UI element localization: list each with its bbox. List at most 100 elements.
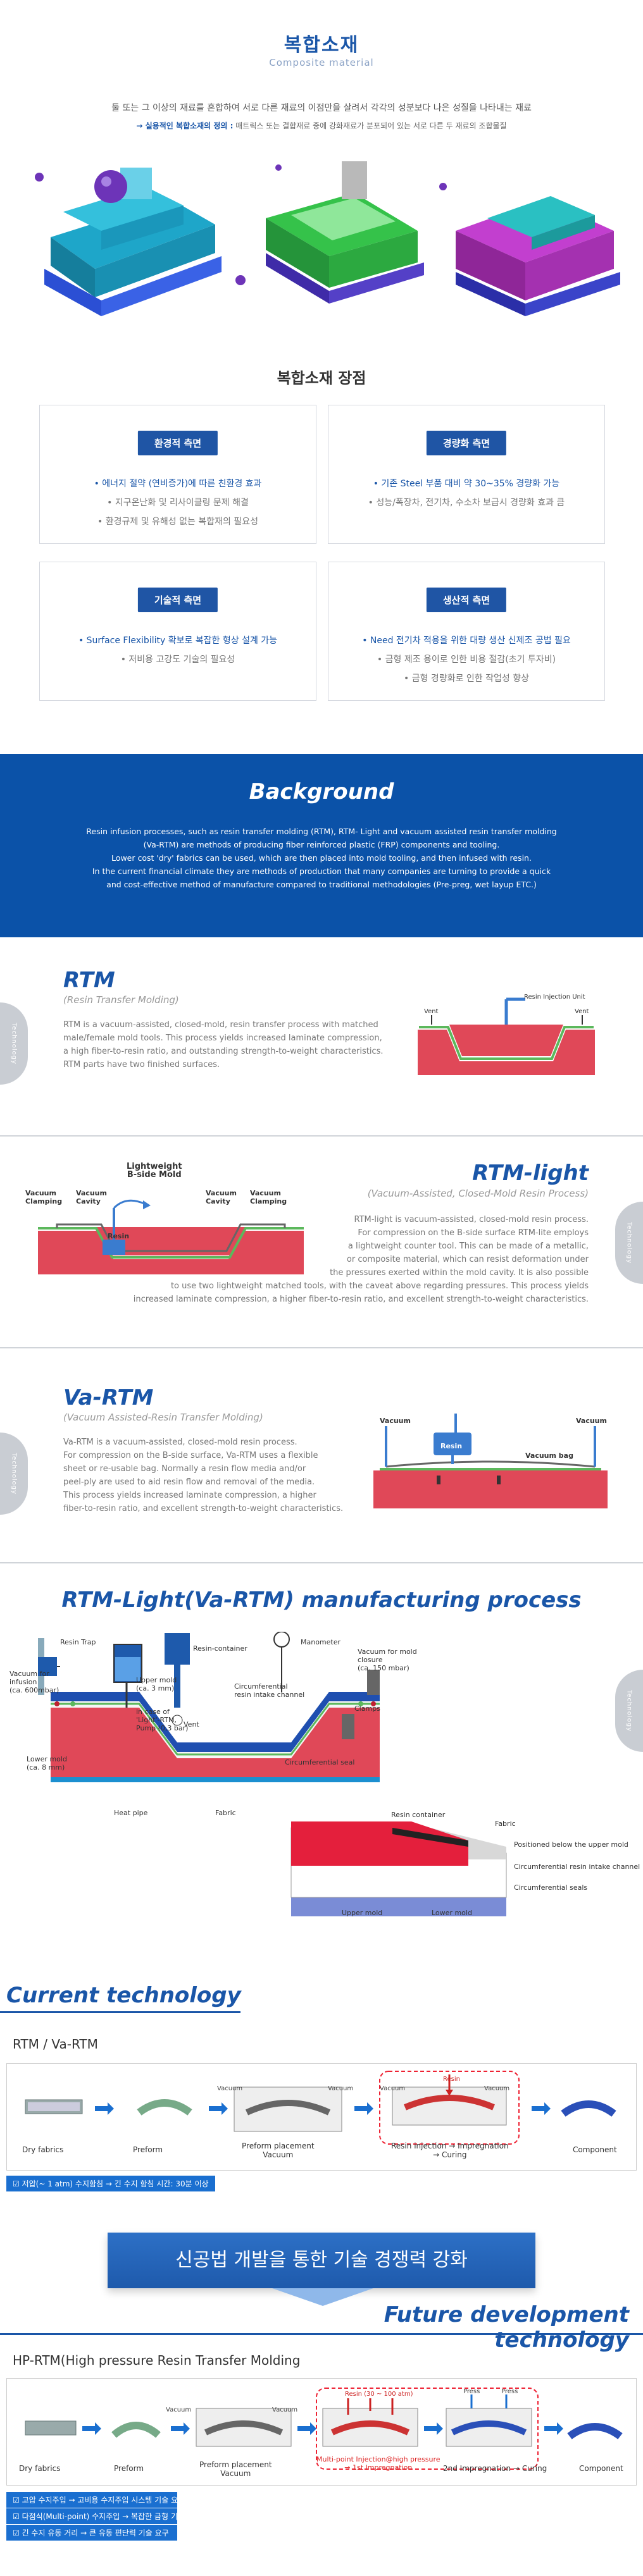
background-section: Background Resin infusion processes, suc… (0, 754, 643, 937)
proc-label-vac-inf: Vacuum for infusion (ca. 600mbar) (9, 1670, 59, 1694)
current-ann-vacuum: Vacuum (217, 2085, 243, 2092)
va-rtm-body-line: This process yields increased laminate c… (63, 1491, 316, 1500)
card-line: • 성능/폭장차, 전기차, 수소차 보급시 경량화 효과 큼 (368, 498, 565, 508)
rtm-light-body-line: For compression on the B-side surface RT… (358, 1228, 589, 1238)
rtm-body-line: a high fiber-to-resin ratio, and outstan… (63, 1047, 384, 1056)
card-tag: 기술적 측면 (137, 588, 218, 612)
process-diagram (38, 1632, 380, 1782)
current-step-label: Resin injection → Impregnation → Curing (391, 2142, 509, 2159)
check-icon: ☑ (13, 2512, 22, 2521)
technology-side-tab: Technology (615, 1670, 643, 1752)
check-icon: ☑ (13, 2496, 22, 2505)
rtm-light-label-resin: Resin (108, 1232, 130, 1240)
current-ann-resin: Resin (443, 2076, 460, 2083)
future-tech-title: Future development technology (384, 2302, 629, 2353)
rtm-light-body: RTM-light is vacuum-assisted, closed-mol… (114, 1213, 589, 1306)
note-text: 저압(~ 1 atm) 수지함침 → 긴 수지 함침 시간: 30분 이상 (22, 2179, 209, 2188)
magenta-machine-icon (456, 196, 620, 316)
proc-label-fabric2: Fabric (495, 1820, 516, 1828)
page-subtitle: Composite material (269, 57, 374, 68)
advantage-card-production: 생산적 측면 • Need 전기차 적용을 위한 대량 생산 신제조 공법 필요… (328, 562, 605, 701)
component-icon (561, 2100, 616, 2117)
green-machine-icon (266, 161, 424, 304)
current-ann-vacuum: Vacuum (484, 2085, 510, 2092)
card-line: • 금형 경량화로 인한 작업성 향상 (404, 674, 529, 684)
card-line: • 지구온난화 및 리사이클링 문제 해결 (107, 498, 249, 508)
card-line: • 금형 제조 용이로 인한 비용 절감(초기 투자비) (377, 655, 556, 665)
dry-fabrics-icon (25, 2099, 83, 2114)
background-line: In the current financial climate they ar… (92, 866, 551, 876)
future-process-flow (25, 2388, 623, 2470)
proc-label-pos: Positioned below the upper mold (514, 1840, 628, 1849)
va-rtm-label-vacuum: Vacuum (576, 1417, 607, 1425)
current-note: ☑ 저압(~ 1 atm) 수지함침 → 긴 수지 함침 시간: 30분 이상 (6, 2176, 215, 2191)
future-note: ☑ 긴 수지 유동 거리 → 큰 유동 편단력 기술 요구 (6, 2525, 177, 2541)
title-underline (0, 2333, 643, 2335)
technology-side-tab: Technology (0, 1002, 28, 1085)
va-rtm-title: Va-RTM (63, 1385, 154, 1410)
rtm-light-body-line: or composite material, which can resist … (346, 1255, 589, 1264)
future-step-label: Preform (114, 2464, 144, 2473)
va-rtm-body: Va-RTM is a vacuum-assisted, closed-mold… (63, 1436, 343, 1515)
proc-label-channel2: Circumferential resin intake channel (514, 1863, 640, 1871)
proc-label-heat: Heat pipe (114, 1809, 148, 1817)
mold-placement-icon (196, 2408, 292, 2447)
current-step-label: Preform (133, 2145, 163, 2154)
side-tab-label: Technology (625, 1221, 633, 1264)
technology-side-tab: Technology (0, 1433, 28, 1515)
proc-label-lower: Lower mold (ca. 8 mm) (27, 1755, 67, 1772)
technology-side-tab: Technology (615, 1202, 643, 1284)
future-step-label: Dry fabrics (19, 2464, 61, 2473)
proc-label-vac-mold: Vacuum for mold closure (ca. 150 mbar) (358, 1648, 417, 1672)
future-note: ☑ 다점식(Multi-point) 수지주입 → 복잡한 금형 기술 요구 (6, 2508, 201, 2524)
va-rtm-diagram (373, 1414, 608, 1508)
multi-point-injection-icon (322, 2398, 418, 2447)
rtm-light-subtitle: (Vacuum-Assisted, Closed-Mold Resin Proc… (367, 1188, 589, 1199)
future-step-label: Multi-point Injection@high pressure → 1s… (316, 2455, 440, 2472)
component-icon (567, 2423, 623, 2439)
rtm-diagram (418, 997, 595, 1075)
side-tab-label: Technology (10, 1452, 18, 1495)
va-rtm-body-line: fiber-to-resin ratio, and excellent stre… (63, 1504, 344, 1513)
future-ann-vacuum: Vacuum (272, 2407, 298, 2413)
rtm-subtitle: (Resin Transfer Molding) (63, 994, 179, 1006)
note-text: 다점식(Multi-point) 수지주입 → 복잡한 금형 기술 요구 (22, 2512, 201, 2521)
future-tech-panel (6, 2378, 637, 2486)
mold-placement-icon (234, 2086, 342, 2132)
dry-fabrics-icon (25, 2420, 77, 2436)
proc-label-fabric: Fabric (215, 1809, 236, 1817)
label-text: Lightweight B-side Mold (127, 1162, 182, 1180)
rtm-body-line: RTM parts have two finished surfaces. (63, 1060, 220, 1069)
divider (0, 1562, 643, 1563)
background-title: Background (249, 779, 394, 804)
side-tab-label: Technology (10, 1022, 18, 1065)
card-tag: 환경적 측면 (137, 431, 218, 455)
card-line: • 에너지 절약 (연비증가)에 따른 친환경 효과 (94, 479, 262, 489)
check-icon: ☑ (13, 2529, 22, 2537)
rtm-light-title: RTM-light (472, 1161, 589, 1186)
layered-mold-illustration (290, 1821, 507, 1916)
proc-label-upper: Upper mold (ca. 3 mm) (136, 1676, 177, 1692)
proc-label-manometer: Manometer (301, 1638, 341, 1646)
rtm-label-unit: Resin Injection Unit (524, 994, 585, 1001)
note-text: 고압 수지주입 → 고비용 수지주입 시스템 기술 요구 (22, 2496, 185, 2505)
preform-icon (111, 2422, 161, 2438)
card-line: • Need 전기차 적용을 위한 대량 생산 신제조 공법 필요 (362, 636, 571, 646)
background-line: and cost-effective method of manufacture… (106, 880, 537, 889)
rtm-body: RTM is a vacuum-assisted, closed-mold, r… (63, 1018, 383, 1071)
card-line: • 기존 Steel 부품 대비 약 30~35% 경량화 가능 (373, 479, 560, 489)
page-title: 복합소재 (284, 34, 359, 56)
card-line: • 저비용 고강도 기술의 필요성 (120, 655, 235, 665)
definition-body: 매트릭스 또는 결합재료 중에 강화재료가 분포되어 있는 서로 다른 두 재료… (235, 121, 507, 130)
check-icon: ☑ (13, 2179, 22, 2188)
future-ann-vacuum: Vacuum (166, 2407, 192, 2413)
future-ann-press: Press (463, 2388, 480, 2395)
advantage-card-lightweight: 경량화 측면 • 기존 Steel 부품 대비 약 30~35% 경량화 가능 … (328, 405, 605, 544)
rtm-label-vent: Vent (575, 1008, 589, 1015)
definition-text: → 실용적인 복합소재의 정의 : 매트릭스 또는 결합재료 중에 강화재료가 … (0, 120, 643, 131)
rtm-label-vent: Vent (424, 1008, 439, 1015)
background-text: Resin infusion processes, such as resin … (63, 825, 580, 891)
background-line: Lower cost 'dry' fabrics can be used, wh… (111, 853, 532, 863)
rtm-light-label-vcav: Vacuum Cavity (206, 1189, 237, 1205)
